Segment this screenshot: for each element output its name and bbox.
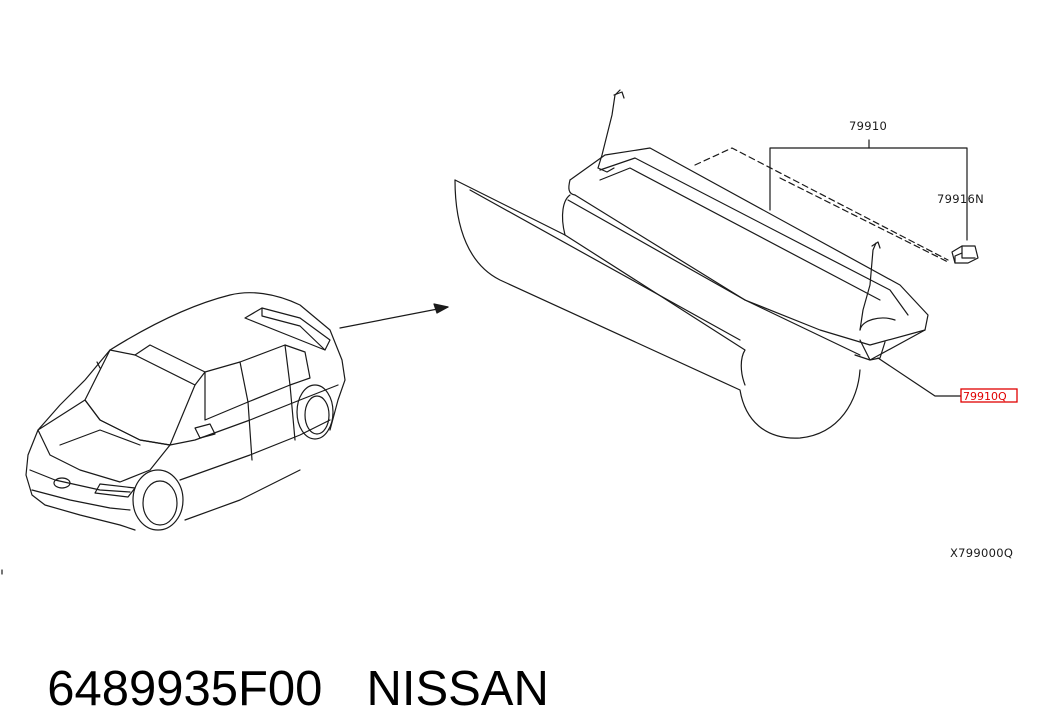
car-illustration [25,292,346,531]
brand-name: NISSAN [366,662,549,716]
highlighted-part-callout: 79910Q [960,388,1018,403]
part-number: 6489935F00 [47,662,323,716]
pointer-arrow [339,303,449,329]
label-clip: 79916N [937,192,984,206]
label-reference: X799000Q [950,546,1013,560]
caption: 6489935F00 NISSAN [20,596,549,720]
label-assembly: 79910 [849,119,887,133]
label-highlighted-part: 79910Q [963,390,1007,403]
parts-diagram: 79910 79916N 79910Q X799000Q [1,89,1018,575]
cargo-cover-detail [1,89,979,575]
